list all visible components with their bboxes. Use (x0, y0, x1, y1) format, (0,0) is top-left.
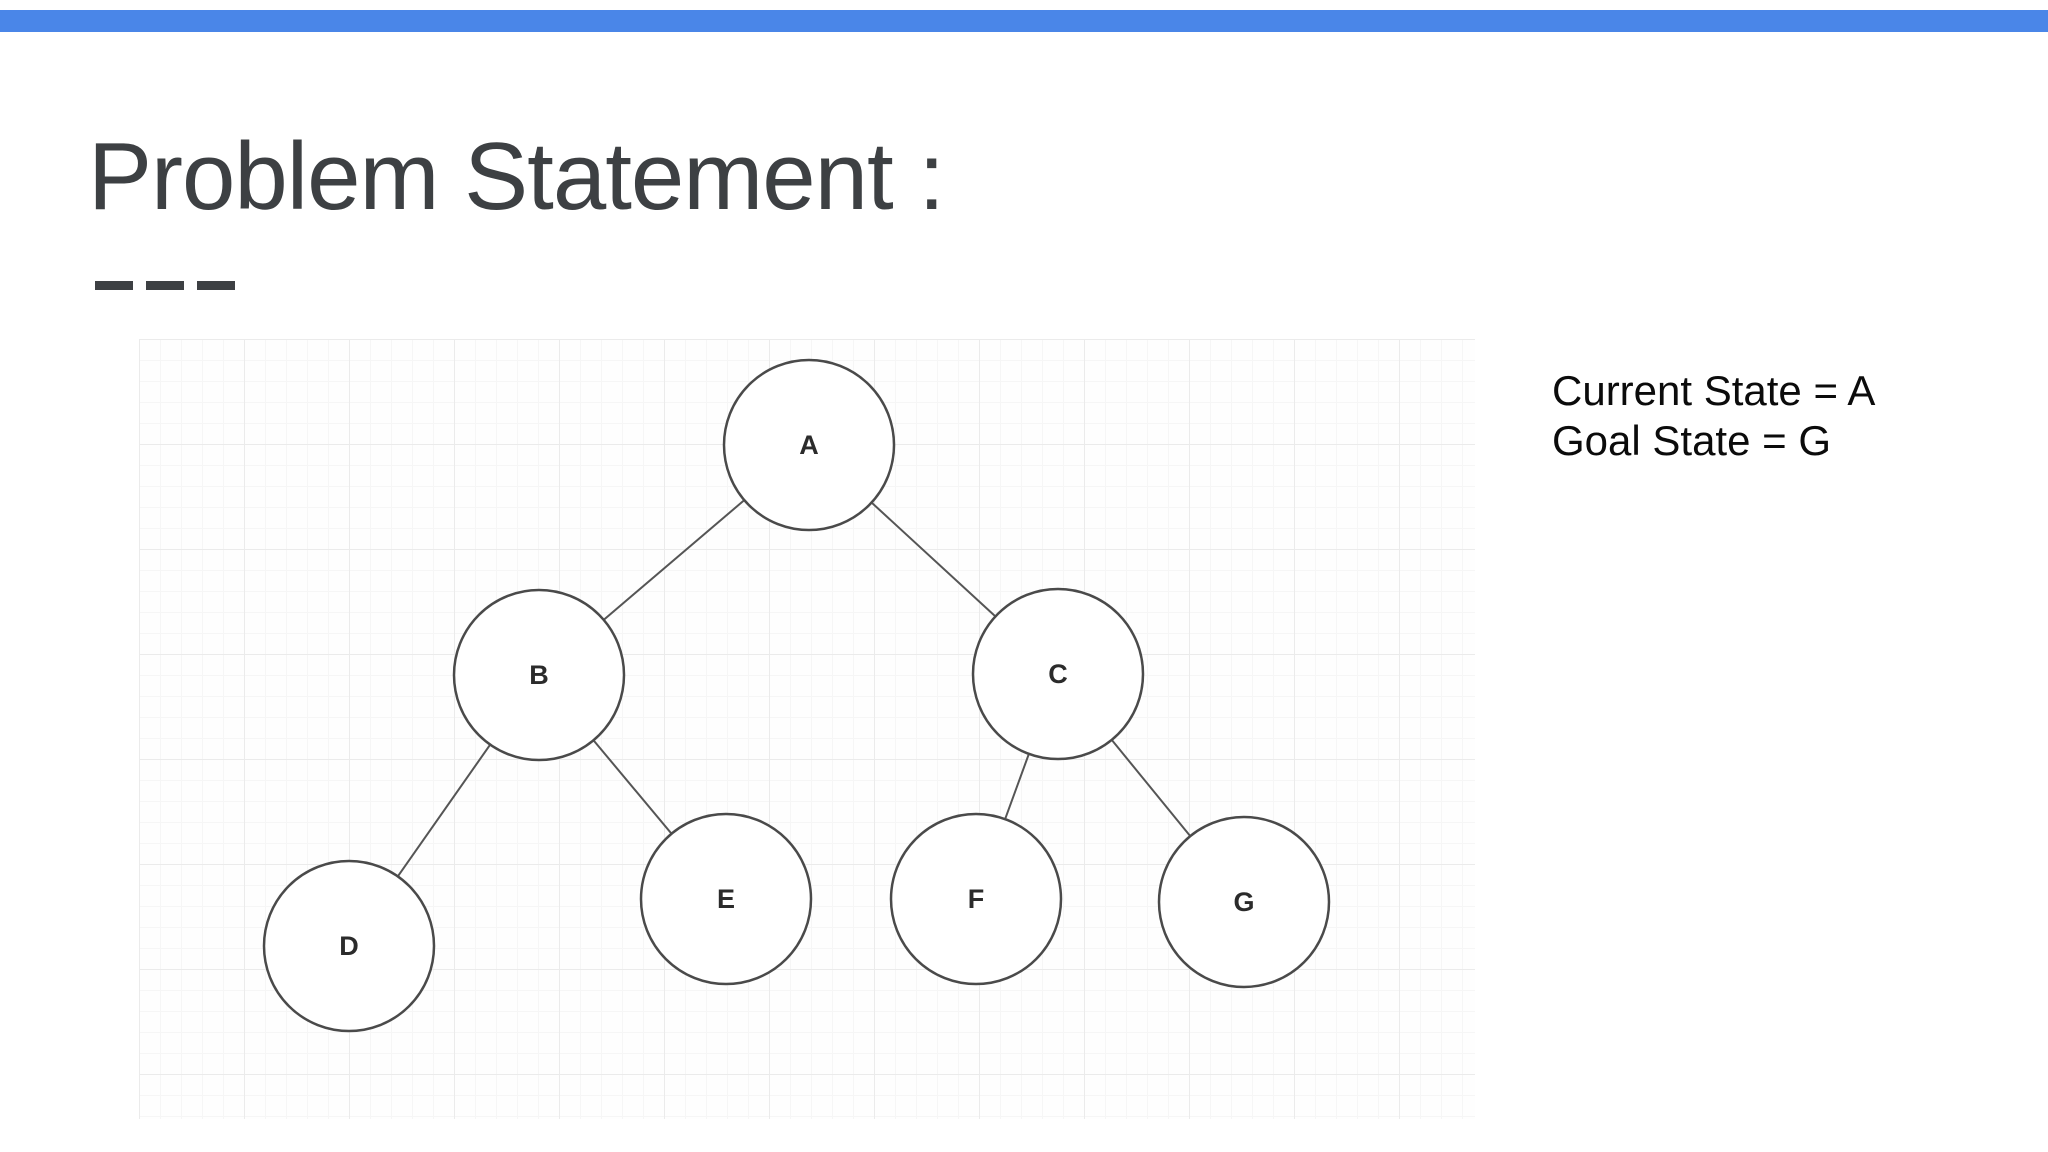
tree-node-label-C: C (1048, 659, 1068, 689)
search-tree-diagram: A B C D E F G (139, 339, 1475, 1119)
tree-node-E (639, 812, 813, 986)
dash (146, 281, 184, 290)
tree-node-D (262, 859, 436, 1033)
tree-svg: A B C D E F G (262, 358, 1331, 1033)
tree-node-label-G: G (1233, 887, 1254, 917)
slide-title: Problem Statement : (88, 123, 945, 230)
state-annotations: Current State = A Goal State = G (1552, 366, 1875, 466)
tree-node-label-E: E (717, 884, 735, 914)
top-accent-bar (0, 10, 2048, 32)
tree-node-G (1157, 815, 1331, 989)
tree-node-B (452, 588, 626, 762)
tree-node-label-F: F (968, 884, 985, 914)
tree-node-label-D: D (339, 931, 359, 961)
dash (197, 281, 235, 290)
tree-node-label-B: B (529, 660, 549, 690)
current-state-text: Current State = A (1552, 367, 1876, 414)
tree-node-A (722, 358, 896, 532)
goal-state-text: Goal State = G (1552, 417, 1831, 464)
dash (95, 281, 133, 290)
tree-node-label-A: A (799, 430, 819, 460)
tree-node-F (889, 812, 1063, 986)
title-underline-dashes (95, 281, 235, 290)
tree-node-C (971, 587, 1145, 761)
